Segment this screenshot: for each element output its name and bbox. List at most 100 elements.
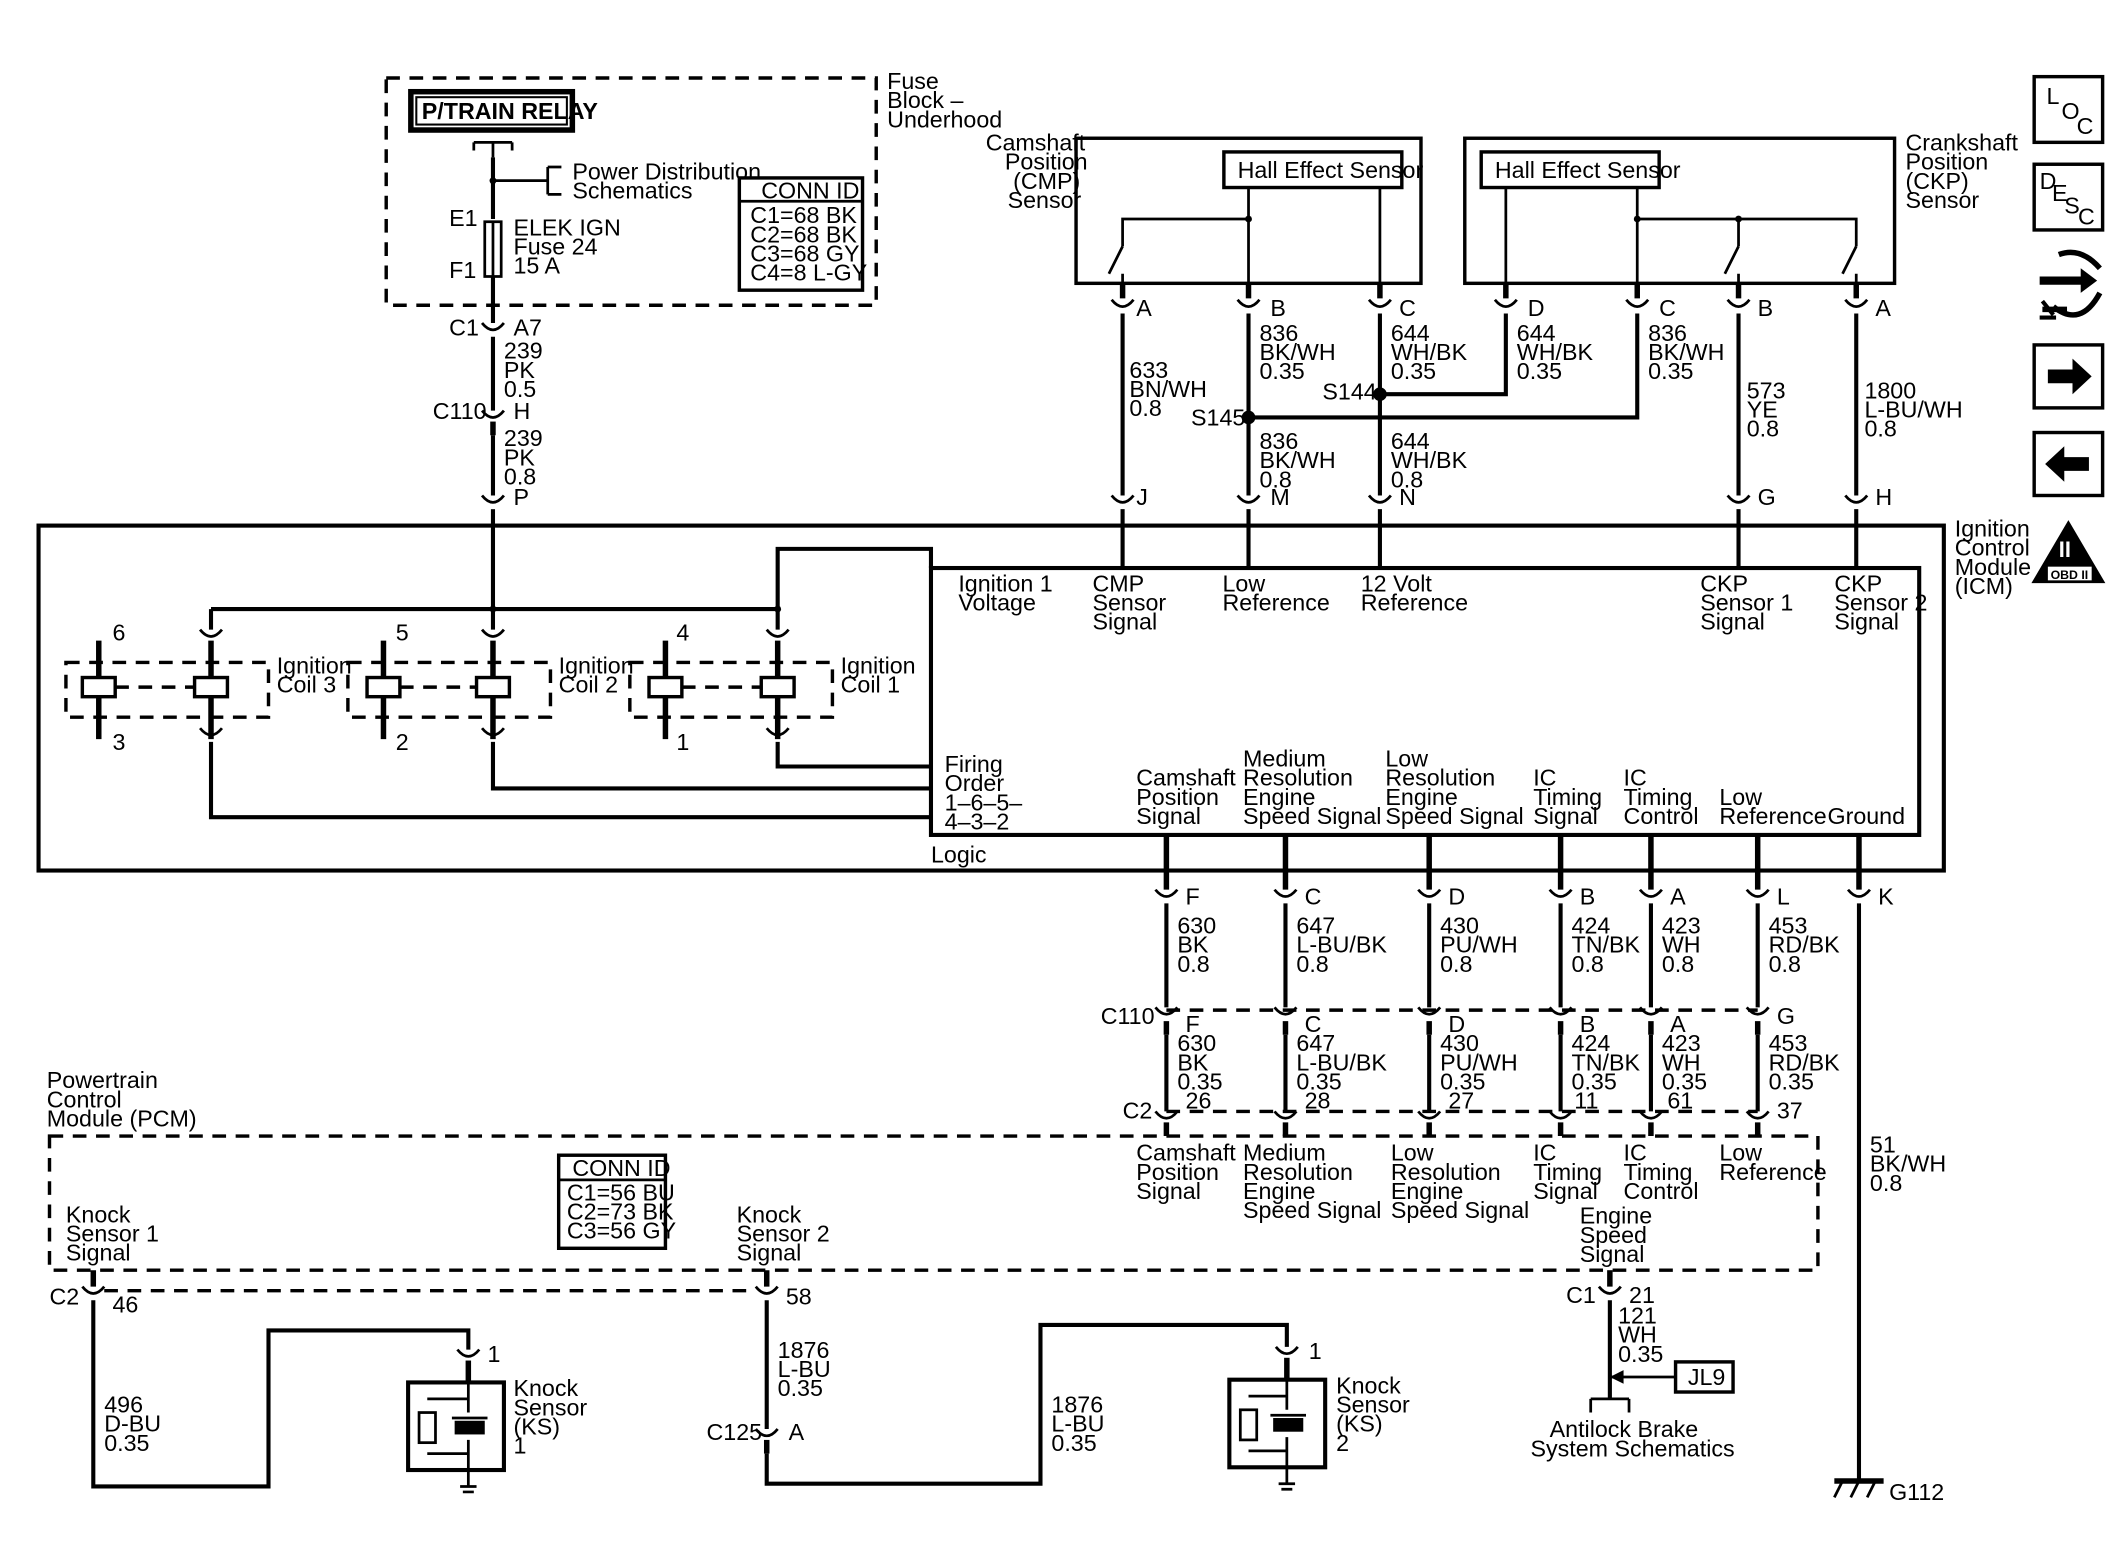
c110-label: C110 xyxy=(1101,1003,1155,1029)
fuse-block-title: Fuse xyxy=(887,68,939,94)
wire-430-color: PU/WH xyxy=(1440,932,1518,958)
pcm-label: Control xyxy=(1624,1178,1699,1204)
wire-647-label: 647 xyxy=(1296,1030,1335,1056)
connector-button[interactable] xyxy=(2039,249,2103,320)
coil-1-label: Coil 1 xyxy=(841,672,900,698)
ks2-pin-1: 1 xyxy=(1309,1338,1322,1364)
ckp-pin-a: A xyxy=(1875,295,1891,321)
pcm-label: Signal xyxy=(1533,1178,1598,1204)
firing-order-label: Firing xyxy=(945,751,1003,777)
next-button[interactable] xyxy=(2032,343,2105,410)
desc-button[interactable]: D E S C xyxy=(2032,162,2105,232)
ks2-connector-arc xyxy=(1274,1345,1299,1356)
pin-h: H xyxy=(514,398,531,424)
relay-label: P/TRAIN RELAY xyxy=(422,98,599,124)
splice-s144 xyxy=(1373,387,1387,402)
c110-arcs xyxy=(1154,1006,1770,1016)
wire-453-color: RD/BK xyxy=(1769,1049,1841,1075)
engine-speed-circuit: C1 21 121 WH 0.35 JL9 Antilock Brake Sys… xyxy=(1530,1270,1735,1461)
wire-644-color: WH/BK xyxy=(1517,339,1594,365)
pcm-pin-58: 58 xyxy=(786,1283,812,1309)
ks1-internal xyxy=(427,1382,470,1471)
wire-423-size: 0.8 xyxy=(1662,951,1694,977)
f1-label: F1 xyxy=(449,257,476,283)
fuse-label: ELEK IGN xyxy=(514,214,621,240)
fuse-block: Fuse Block – Underhood P/TRAIN RELAY Pow… xyxy=(384,68,1002,307)
icm-bottom-label: Reference xyxy=(1719,803,1826,829)
ckp2-label: Sensor 2 xyxy=(1834,589,1927,615)
wire-496 xyxy=(91,1300,471,1489)
coil-2-secondary-icon xyxy=(365,675,402,699)
c110-pin-c: C xyxy=(1305,1011,1322,1037)
ks1-connector-arc xyxy=(456,1348,481,1358)
abs-ref-label: System Schematics xyxy=(1530,1435,1734,1461)
cmp-pin-a: A xyxy=(1136,295,1152,321)
wire-51-size: 0.8 xyxy=(1870,1170,1902,1196)
coil-3-bottom-pin: 3 xyxy=(112,729,125,755)
wire-836-size: 0.35 xyxy=(1259,358,1304,384)
icm-outline xyxy=(36,523,1946,873)
wire-496-color: D-BU xyxy=(104,1411,161,1437)
jl9-label: JL9 xyxy=(1688,1364,1725,1390)
pcm: Powertrain Control Module (PCM) CONN ID … xyxy=(47,1067,1827,1272)
wire-647-color: L-BU/BK xyxy=(1296,932,1387,958)
cmp-internal xyxy=(1121,187,1382,284)
ks1-label: Knock xyxy=(514,1375,579,1401)
cmp-title: Position xyxy=(1005,149,1088,175)
wire-424-label: 424 xyxy=(1572,912,1611,938)
ckp-title: Crankshaft xyxy=(1906,130,2019,156)
cmp-signal-label: Sensor xyxy=(1092,589,1166,615)
pcm-label: Speed Signal xyxy=(1243,1197,1381,1223)
connector-icon[interactable] xyxy=(2039,268,2098,293)
cmp-sensor: Camshaft Position (CMP) Sensor Hall Effe… xyxy=(986,130,1423,286)
coil-3-label: Ignition xyxy=(277,652,352,678)
icm-pin-n: N xyxy=(1399,484,1416,510)
ess-label: Speed xyxy=(1580,1222,1647,1248)
conn-id-line: C1=68 BK xyxy=(750,202,857,228)
wire-51-label: 51 xyxy=(1870,1131,1896,1157)
ess-label: Engine xyxy=(1580,1203,1652,1229)
obd-button[interactable]: II OBD II xyxy=(2031,520,2106,584)
coil-2-bottom-pin: 2 xyxy=(396,729,409,755)
wire-1876-label: 1876 xyxy=(778,1337,830,1363)
pcm-label: Signal xyxy=(1136,1178,1201,1204)
pcm-title: Control xyxy=(47,1086,122,1112)
icm-bottom-label: IC xyxy=(1533,765,1556,791)
wire-630-label: 630 xyxy=(1177,1030,1216,1056)
pcm-label: Medium xyxy=(1243,1140,1326,1166)
loc-button[interactable]: L O C xyxy=(2032,74,2105,145)
wire-1876-color: L-BU xyxy=(778,1356,831,1382)
wire-647-color: L-BU/BK xyxy=(1296,1049,1387,1075)
12v-ref-label: Reference xyxy=(1361,589,1468,615)
wire-836-color: BK/WH xyxy=(1648,339,1724,365)
icm-pin-l: L xyxy=(1777,884,1790,910)
ckp-hall-label: Hall Effect Sensor xyxy=(1495,157,1681,183)
icm-output-arcs xyxy=(1154,888,1871,898)
ckp2-label: CKP xyxy=(1834,570,1882,596)
coil-driver-wires xyxy=(208,741,931,820)
pcm-pin-26: 26 xyxy=(1186,1088,1212,1114)
loc-icon[interactable] xyxy=(2032,74,2105,145)
pcm-label: Reference xyxy=(1719,1159,1826,1185)
pcm-pin-28: 28 xyxy=(1305,1088,1331,1114)
output-wires: F C D B A L K 630 BK 0.8 647 L-BU/BK 0.8… xyxy=(1101,834,1946,1505)
wire-836-label: 836 xyxy=(1259,320,1298,346)
ks2-label: 2 xyxy=(1336,1430,1349,1456)
wire-430-label: 430 xyxy=(1440,1030,1479,1056)
wire-647-size: 0.35 xyxy=(1296,1069,1341,1095)
desc-icon[interactable] xyxy=(2032,162,2105,232)
pcm-label: Resolution xyxy=(1391,1159,1501,1185)
coil-1-secondary-icon xyxy=(647,675,684,699)
wire-644-label: 644 xyxy=(1391,320,1430,346)
wire-424-label: 424 xyxy=(1572,1030,1611,1056)
wire-496-size: 0.35 xyxy=(104,1430,149,1456)
prev-button[interactable] xyxy=(2032,430,2105,498)
pcm-conn-id-line: C1=56 BU xyxy=(567,1179,675,1205)
wire-1876-lower xyxy=(764,1322,1289,1486)
wire-239-label: 239 xyxy=(504,425,543,451)
fuse-block-title: Block – xyxy=(887,87,963,113)
ckp2-label: Signal xyxy=(1834,609,1899,635)
wire-430-color: PU/WH xyxy=(1440,1049,1518,1075)
